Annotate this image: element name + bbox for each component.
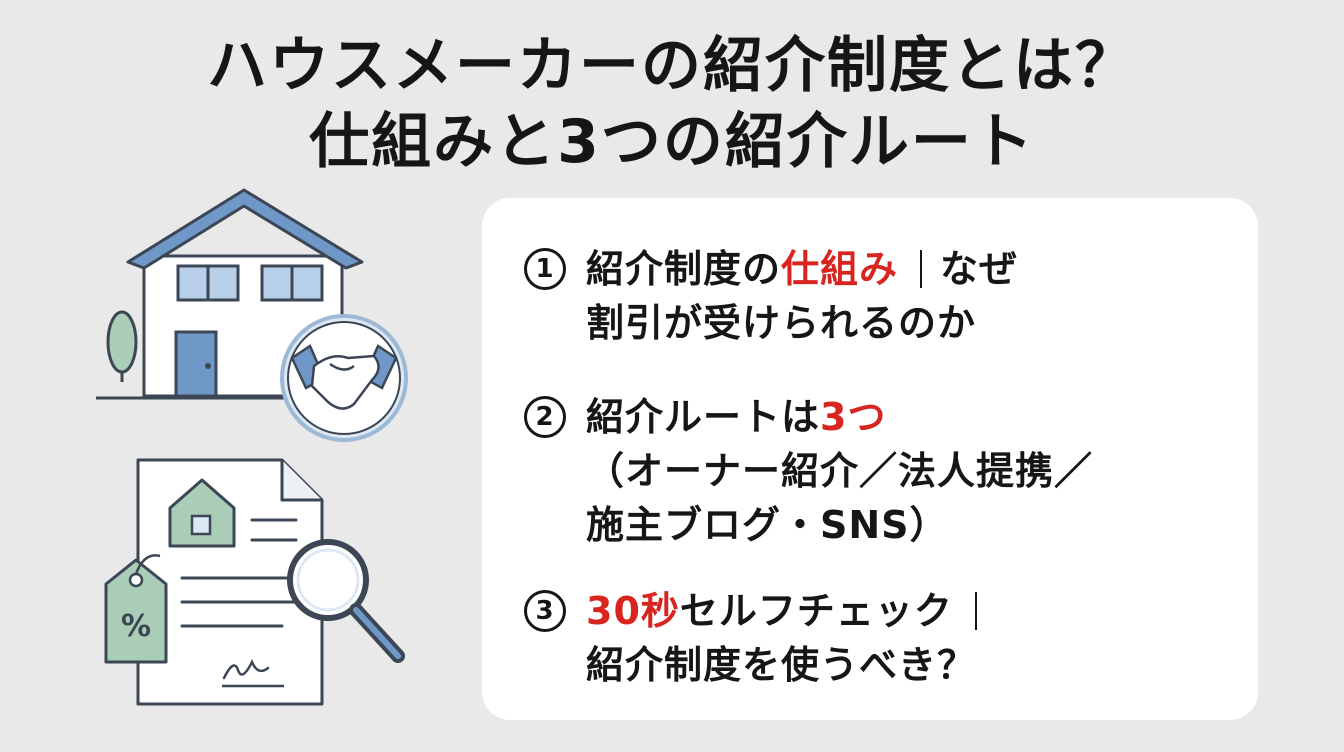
- page-title: ハウスメーカーの紹介制度とは？ 仕組みと3つの紹介ルート: [0, 28, 1344, 180]
- separator-bar: [920, 250, 923, 288]
- item2-highlight: 3つ: [820, 395, 887, 439]
- title-line-1: ハウスメーカーの紹介制度とは？: [207, 31, 1137, 101]
- number-badge-1: 1: [524, 248, 566, 290]
- tree-icon: [106, 310, 138, 382]
- item2-line2: （オーナー紹介／法人提携／: [586, 449, 1094, 493]
- number-badge-3: 3: [524, 590, 566, 632]
- tag-percent-symbol: %: [121, 609, 151, 644]
- number-badge-2: 2: [524, 396, 566, 438]
- list-item-1: 1 紹介制度の仕組みなぜ 割引が受けられるのか: [524, 242, 1018, 350]
- item1-text-a: 紹介制度の: [586, 247, 782, 291]
- list-item-3: 3 30秒セルフチェック 紹介制度を使うべき？: [524, 584, 995, 692]
- handshake-icon: [280, 314, 408, 442]
- separator-bar: [974, 592, 977, 630]
- item2-line3: 施主ブログ・SNS）: [586, 503, 949, 547]
- item3-text-a: セルフチェック: [679, 589, 953, 633]
- title-line-2: 仕組みと3つの紹介ルート: [309, 107, 1035, 177]
- magnifier-icon: [287, 539, 405, 663]
- house-icon: [96, 188, 364, 400]
- document-icon: [136, 458, 324, 706]
- item2-text-a: 紹介ルートは: [586, 395, 821, 439]
- item3-highlight: 30秒: [586, 589, 680, 633]
- item1-text-b: なぜ: [940, 247, 1019, 291]
- house-illustration: [96, 188, 408, 442]
- price-tag-icon: %: [104, 554, 168, 664]
- document-illustration: %: [104, 458, 405, 706]
- item1-line2: 割引が受けられるのか: [586, 301, 977, 345]
- item3-line2: 紹介制度を使うべき？: [586, 643, 977, 687]
- item1-highlight: 仕組み: [781, 247, 899, 291]
